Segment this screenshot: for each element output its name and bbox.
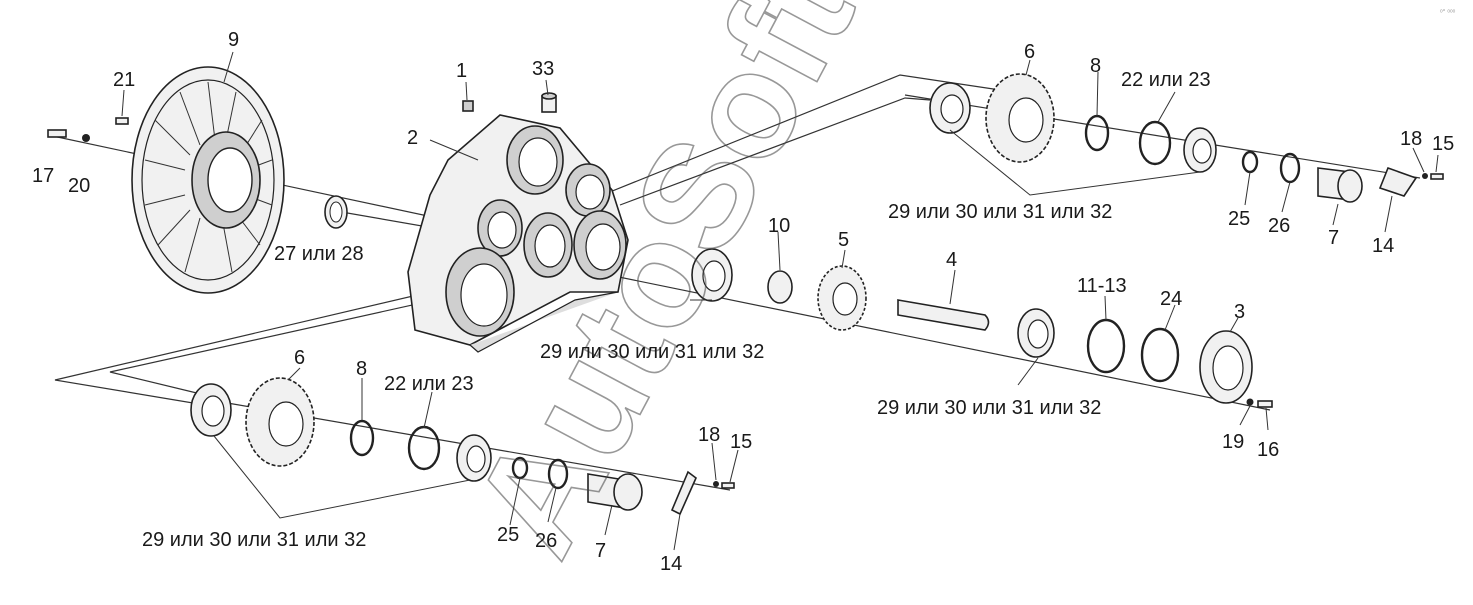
label-14-bottom: 14 — [660, 553, 682, 575]
snap-ring-part-8-top — [1084, 114, 1110, 152]
ring-part-22-23-bottom — [407, 425, 441, 471]
housing-part-2 — [407, 114, 629, 353]
label-9: 9 — [228, 29, 239, 51]
bolt-part-15-bottom — [721, 482, 735, 489]
o-ring-part-26-top — [1279, 152, 1301, 184]
label-1: 1 — [456, 60, 467, 82]
label-17: 17 — [32, 165, 54, 187]
washer-part-19 — [1246, 398, 1254, 406]
label-29-32-bottom: 29 или 30 или 31 или 32 — [142, 529, 366, 551]
axle-part-7-top — [1317, 167, 1363, 203]
bolt-part-17 — [47, 129, 67, 138]
o-ring-part-24 — [1140, 327, 1180, 383]
washer-part-20 — [82, 134, 90, 142]
axle-part-7-bottom — [587, 473, 643, 511]
label-14-top: 14 — [1372, 235, 1394, 257]
label-26-top: 26 — [1268, 215, 1290, 237]
label-6-top: 6 — [1024, 41, 1035, 63]
plate-part-14-top — [1378, 166, 1418, 197]
label-19: 19 — [1222, 431, 1244, 453]
label-29-32-mid: 29 или 30 или 31 или 32 — [540, 341, 764, 363]
label-22-23-bottom: 22 или 23 — [384, 373, 474, 395]
bearing-part-29-top-right — [1183, 127, 1217, 173]
plug-part-1 — [462, 100, 474, 112]
bushing-part-10 — [767, 270, 793, 304]
bearing-part-29-right — [1017, 308, 1055, 358]
gear-part-6-top — [985, 73, 1055, 163]
label-15-top: 15 — [1432, 133, 1454, 155]
label-10: 10 — [768, 215, 790, 237]
snap-ring-part-11-13 — [1086, 318, 1126, 374]
corner-mark: ᵒ° ᵒᵒᵒ — [1440, 8, 1456, 16]
pin-part-21 — [115, 117, 129, 125]
washer-part-18-top — [1422, 173, 1428, 179]
label-27-28: 27 или 28 — [274, 243, 364, 265]
bearing-part-29-bottom-right — [456, 434, 492, 482]
leader-lines — [121, 51, 1439, 551]
label-4: 4 — [946, 249, 957, 271]
label-15-bottom: 15 — [730, 431, 752, 453]
label-21: 21 — [113, 69, 135, 91]
seal-part-25-top — [1241, 150, 1259, 174]
label-8-bottom: 8 — [356, 358, 367, 380]
label-7-bottom: 7 — [595, 540, 606, 562]
bolt-part-15-top — [1430, 173, 1444, 180]
snap-ring-part-8-bottom — [349, 419, 375, 457]
bearing-part-29-bottom-left — [190, 383, 232, 437]
label-26-bottom: 26 — [535, 530, 557, 552]
plate-part-14-bottom — [670, 470, 697, 516]
bearing-part-29-mid — [691, 248, 733, 302]
gear-part-5 — [817, 265, 867, 331]
bearing-part-29-top-left — [929, 82, 971, 134]
label-29-32-top: 29 или 30 или 31 или 32 — [888, 201, 1112, 223]
label-20: 20 — [68, 175, 90, 197]
gear-part-6-bottom — [245, 377, 315, 467]
label-29-32-right: 29 или 30 или 31 или 32 — [877, 397, 1101, 419]
fitting-part-33 — [541, 92, 557, 113]
callout-labels: 9 21 17 20 1 33 2 27 или 28 10 5 4 29 ил… — [32, 29, 1454, 575]
label-25-bottom: 25 — [497, 524, 519, 546]
flange-cover-part-9 — [131, 66, 285, 294]
label-6-bottom: 6 — [294, 347, 305, 369]
label-33: 33 — [532, 58, 554, 80]
label-11-13: 11-13 — [1077, 275, 1127, 297]
label-16: 16 — [1257, 439, 1279, 461]
label-8-top: 8 — [1090, 55, 1101, 77]
label-25-top: 25 — [1228, 208, 1250, 230]
washer-part-18-bottom — [713, 481, 719, 487]
label-18-top: 18 — [1400, 128, 1422, 150]
label-5: 5 — [838, 229, 849, 251]
ring-part-22-23-top — [1138, 120, 1172, 166]
shaft-part-4 — [897, 299, 990, 331]
bolt-part-16 — [1257, 400, 1273, 408]
o-ring-part-26-bottom — [547, 458, 569, 490]
label-22-23-top: 22 или 23 — [1121, 69, 1211, 91]
label-18-bottom: 18 — [698, 424, 720, 446]
label-7-top: 7 — [1328, 227, 1339, 249]
label-3: 3 — [1234, 301, 1245, 323]
label-24: 24 — [1160, 288, 1182, 310]
seal-part-27-28 — [324, 195, 348, 229]
end-cover-part-3 — [1199, 330, 1253, 404]
label-2: 2 — [407, 127, 418, 149]
